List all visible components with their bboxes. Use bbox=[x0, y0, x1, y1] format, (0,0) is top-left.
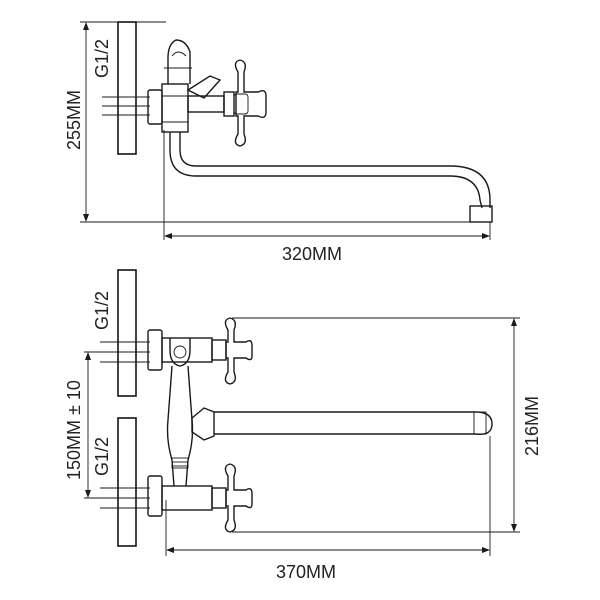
front-upper-cross-handle bbox=[224, 317, 253, 385]
top-view: 255MM G1/2 320MM bbox=[64, 21, 493, 264]
top-length-label: 320MM bbox=[282, 244, 342, 264]
front-upper-thread-label: G1/2 bbox=[92, 291, 112, 330]
front-lower-wall bbox=[117, 417, 137, 547]
front-center-label: 150MM ± 10 bbox=[64, 380, 84, 480]
top-escutcheon bbox=[147, 89, 163, 125]
top-thread-label: G1/2 bbox=[92, 39, 112, 78]
top-cross-handle bbox=[233, 59, 267, 147]
front-length-label: 370MM bbox=[276, 562, 336, 582]
top-body bbox=[161, 83, 189, 133]
front-lower-thread-label: G1/2 bbox=[92, 437, 112, 476]
front-lower-cross-handle bbox=[224, 463, 253, 533]
top-aerator bbox=[469, 205, 493, 223]
front-height-label: 216MM bbox=[522, 396, 542, 456]
front-view: G1/2 G1/2 150MM ± 10 216MM 370MM bbox=[64, 269, 542, 582]
top-wall bbox=[117, 21, 137, 155]
top-height-label: 255MM bbox=[64, 90, 84, 150]
front-upper-wall bbox=[117, 269, 137, 397]
